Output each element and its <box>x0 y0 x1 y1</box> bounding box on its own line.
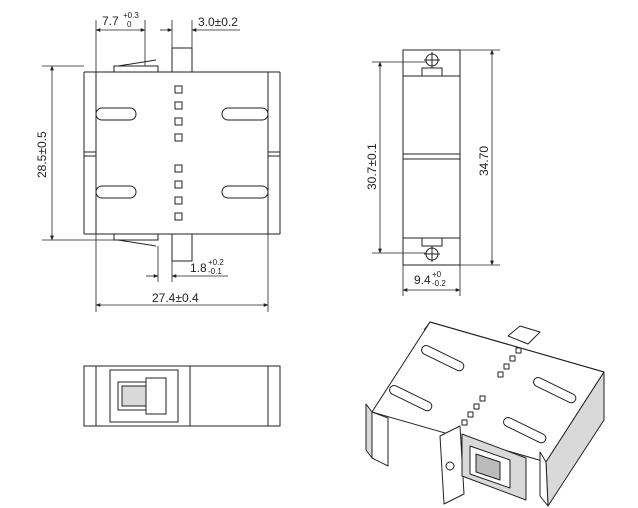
bottom-flange <box>171 232 193 262</box>
isometric-view <box>365 321 605 507</box>
front-dimensions <box>42 20 269 312</box>
dim-height-left: 28.5±0.5 <box>35 131 49 178</box>
dim-side-outer: 34.70 <box>477 146 491 176</box>
slot-right-upper <box>221 107 269 121</box>
dim-side-width-upper: +0 <box>432 270 442 279</box>
side-tab-top <box>421 67 443 77</box>
dim-width-top: 7.7 <box>102 14 119 28</box>
dim-flange: 3.0±0.2 <box>198 15 238 29</box>
front-view <box>83 47 281 262</box>
top-flange <box>171 47 193 73</box>
dim-overall-width: 27.4±0.4 <box>152 291 199 305</box>
dim-width-top-lower: 0 <box>127 20 132 29</box>
dim-side-width: 9.4 <box>414 273 431 287</box>
dim-side-width-lower: -0.2 <box>432 279 446 288</box>
top-view <box>83 365 281 427</box>
dim-width-top-upper: +0.3 <box>123 11 139 20</box>
dim-gap-bottom-upper: +0.2 <box>208 258 224 267</box>
side-tab-bottom <box>421 237 443 247</box>
dim-side-inner: 30.7±0.1 <box>365 143 379 190</box>
slot-left-upper <box>95 107 137 121</box>
dim-gap-bottom: 1.8 <box>190 261 207 275</box>
side-dimensions <box>372 49 500 296</box>
dim-gap-bottom-lower: -0.1 <box>208 267 222 276</box>
side-body <box>402 75 461 239</box>
side-view <box>402 49 461 266</box>
slot-right-lower <box>221 185 269 199</box>
slot-left-lower <box>95 185 137 199</box>
front-body <box>95 71 269 235</box>
